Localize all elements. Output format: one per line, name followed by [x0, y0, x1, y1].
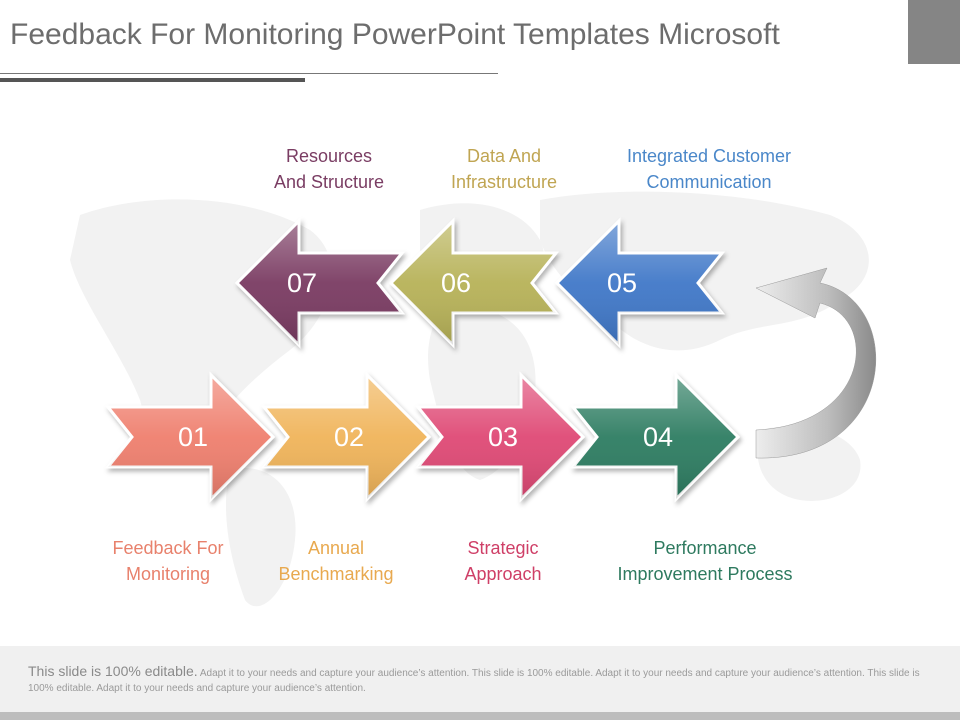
step-number-01: 01	[178, 422, 208, 452]
arrow-gloss-06	[391, 221, 556, 345]
step-arrow-01: 01	[104, 371, 276, 503]
step-label-line1: Annual	[307, 538, 365, 558]
step-label-line2: Monitoring	[125, 564, 211, 584]
arrow-gloss-02	[264, 375, 429, 499]
step-label-line1: Strategic	[467, 538, 539, 558]
step-label-line2: Approach	[464, 564, 542, 584]
step-arrow-05: 05	[554, 217, 726, 349]
return-curve-arrow	[755, 267, 876, 459]
step-number-04: 04	[643, 422, 673, 452]
step-label-line2: Improvement Process	[617, 564, 793, 584]
step-number-05: 05	[607, 268, 637, 298]
step-label-line2: Infrastructure	[450, 172, 558, 192]
step-label-line2: Benchmarking	[278, 564, 394, 584]
step-label-line1: Feedback For	[112, 538, 224, 558]
footer-lead-text: This slide is 100% editable.	[28, 663, 198, 679]
corner-decoration	[908, 0, 960, 64]
title-underline-thin	[0, 73, 498, 74]
title-underline-thick	[0, 78, 305, 82]
footer-bottom-strip	[0, 712, 960, 720]
arrow-gloss-04	[573, 375, 738, 499]
arrow-gloss-07	[237, 221, 402, 345]
step-arrow-04: 04	[569, 371, 741, 503]
step-number-03: 03	[488, 422, 518, 452]
arrow-gloss-05	[557, 221, 722, 345]
step-number-07: 07	[287, 268, 317, 298]
step-label-line2: And Structure	[273, 172, 385, 192]
step-arrow-06: 06	[388, 217, 560, 349]
footer-text: This slide is 100% editable. Adapt it to…	[28, 664, 928, 696]
step-label-line1: Data And	[466, 146, 542, 166]
step-label-line1: Performance	[653, 538, 757, 558]
slide-title: Feedback For Monitoring PowerPoint Templ…	[10, 18, 780, 51]
step-arrow-07: 07	[234, 217, 406, 349]
step-number-06: 06	[441, 268, 471, 298]
step-number-02: 02	[334, 422, 364, 452]
step-label-line1: Integrated Customer	[626, 146, 792, 166]
footer-bar: This slide is 100% editable. Adapt it to…	[0, 646, 960, 712]
step-label-line1: Resources	[285, 146, 373, 166]
step-arrow-02: 02	[260, 371, 432, 503]
arrow-gloss-03	[418, 375, 583, 499]
footer-body-text: Adapt it to your needs and capture your …	[28, 668, 920, 694]
step-label-line2: Communication	[646, 172, 772, 192]
arrow-gloss-01	[108, 375, 273, 499]
step-arrow-03: 03	[414, 371, 586, 503]
